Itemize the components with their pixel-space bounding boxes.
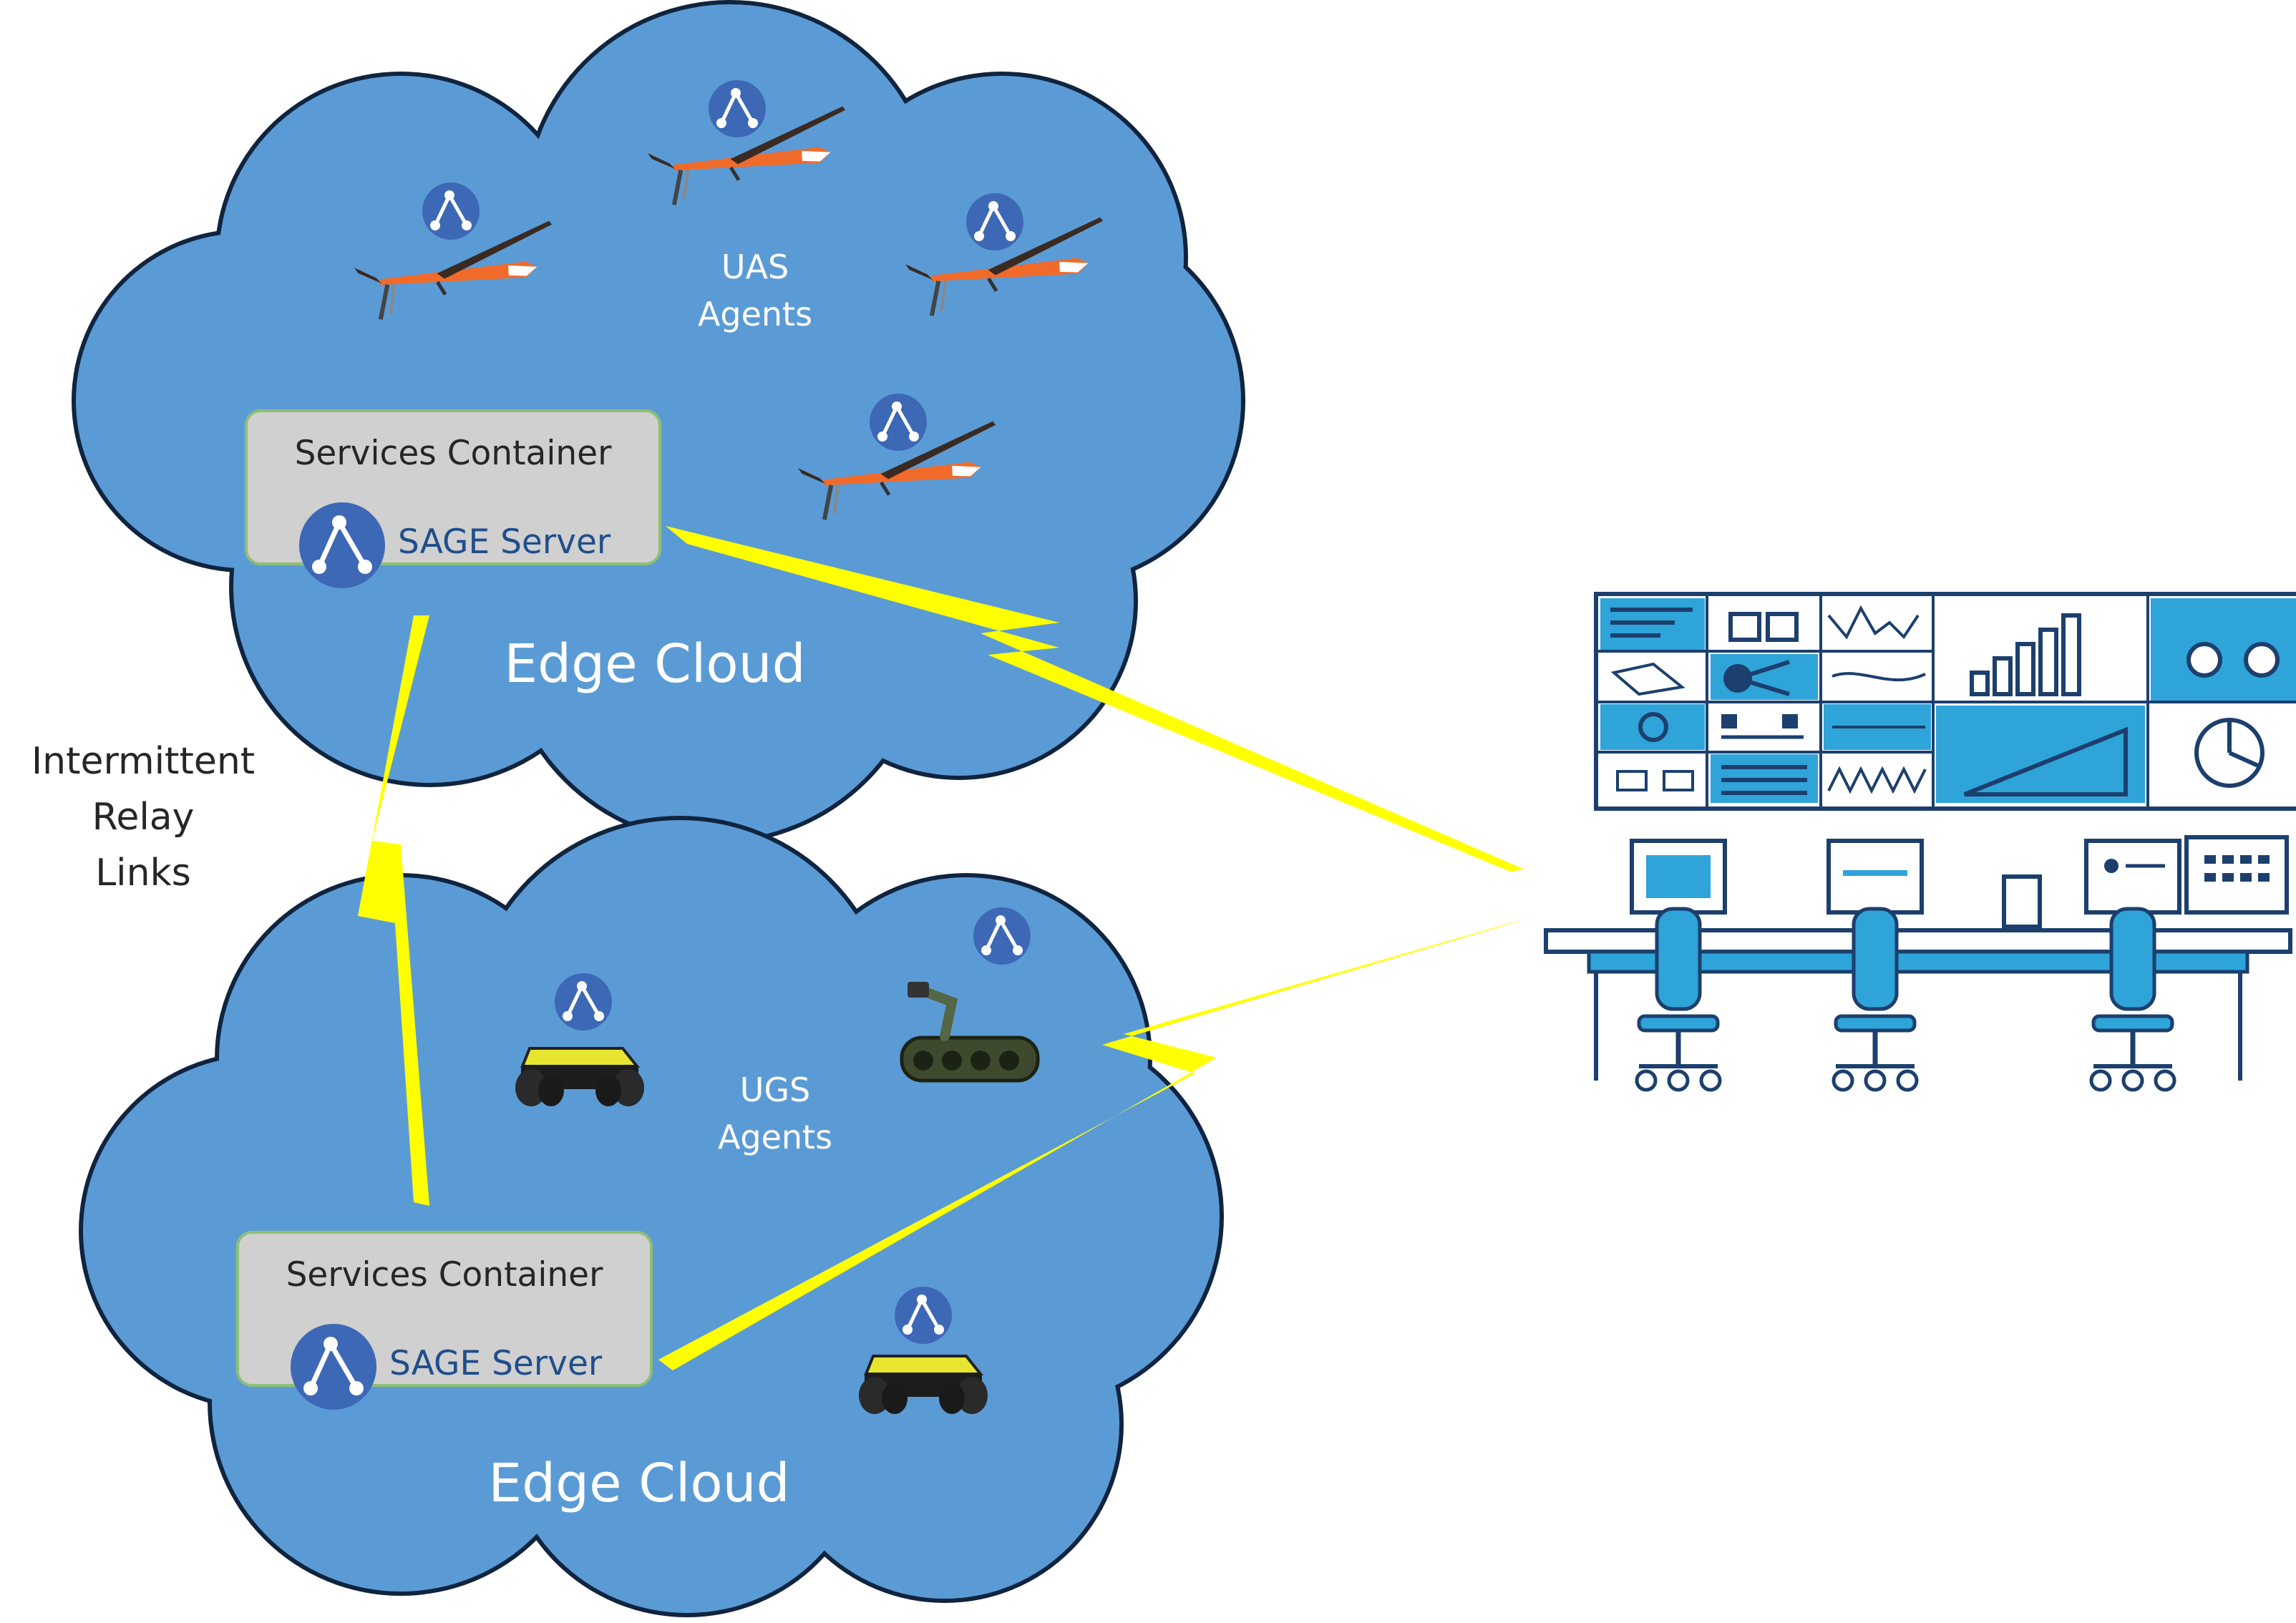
top-edge-cloud-label: Edge Cloud: [504, 633, 806, 695]
top-edge-cloud: [72, 0, 1245, 844]
operations-center-icon: [1544, 592, 2296, 1092]
top-services-container: Services Container SAGE Server: [245, 409, 661, 588]
ugs-agents-line1: UGS: [739, 1071, 811, 1109]
relay-label-line1: Intermittent: [31, 740, 256, 783]
intermittent-relay-links-label: Intermittent Relay Links: [29, 733, 258, 901]
uas-agents-label: UAS Agents: [698, 243, 812, 338]
top-uplink-lightning: [666, 526, 1524, 872]
ugs-agents-line2: Agents: [717, 1118, 833, 1156]
uas-agents-line2: Agents: [697, 295, 813, 333]
sage-server-label: SAGE Server: [389, 1344, 603, 1383]
relay-label-line3: Links: [95, 852, 191, 895]
sage-logo-icon: [291, 1324, 376, 1410]
services-container-title: Services Container: [294, 434, 612, 473]
ugs-agents-label: UGS Agents: [718, 1066, 832, 1161]
bottom-edge-cloud-label: Edge Cloud: [488, 1453, 790, 1514]
relay-link-lightning: [358, 615, 429, 1206]
bottom-uplink-lightning: [658, 920, 1524, 1370]
relay-label-line2: Relay: [92, 796, 195, 839]
sage-server-label: SAGE Server: [398, 522, 611, 562]
uas-agents-line1: UAS: [721, 248, 789, 286]
ugs-tracked-robot-icon: [900, 907, 1040, 1083]
services-container-title: Services Container: [286, 1255, 603, 1295]
bottom-services-container: Services Container SAGE Server: [236, 1231, 653, 1410]
sage-logo-icon: [299, 502, 385, 588]
